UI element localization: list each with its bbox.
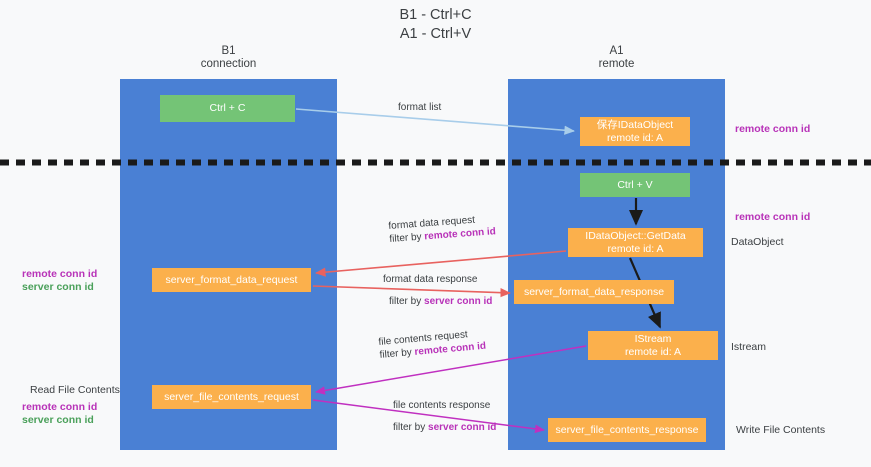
node-idataobject-getdata-remoteid: remote id: A [607,242,664,255]
label-remote-conn-id-left-2: remote conn id [22,401,98,413]
node-ctrl-c[interactable]: Ctrl + C [160,95,295,122]
label-server-conn-id-left-2: server conn id [22,414,94,426]
label-remote-conn-id-top: remote conn id [735,123,811,135]
page-title: B1 - Ctrl+C A1 - Ctrl+V [0,6,871,44]
column-header-a1-name: A1 [609,45,624,57]
node-server-format-data-request[interactable]: server_format_data_request [152,268,311,292]
arrow-file-contents-response [312,399,545,434]
node-istream-label: IStream [634,333,672,345]
edge-label-file-contents-response: file contents response filter by server … [393,399,496,434]
label-server-conn-id-left: server conn id [22,281,94,293]
column-header-a1-role: remote [598,58,635,70]
node-ctrl-c-label: Ctrl + C [209,102,246,115]
column-header-b1: B1 connection [120,45,337,71]
column-header-b1-name: B1 [221,45,236,57]
label-conn-ids-file: remote conn id server conn id [22,401,97,427]
node-server-file-contents-response[interactable]: server_file_contents_response [548,418,706,442]
phase-divider [0,159,871,166]
label-remote-conn-id-getdata: remote conn id [735,211,811,223]
node-istream-remoteid: remote id: A [624,345,682,358]
node-istream[interactable]: IStream remote id: A [588,331,718,360]
label-dataobject: DataObject [731,236,784,248]
node-server-format-data-request-label: server_format_data_request [165,273,298,286]
node-server-format-data-response-label: server_format_data_response [523,285,665,298]
column-header-a1: A1 remote [508,45,725,71]
node-server-file-contents-request[interactable]: server_file_contents_request [152,385,311,409]
edge-label-filter-server-1: filter by server conn id [389,296,493,307]
label-read-file-contents: Read File Contents [30,384,120,396]
arrow-format-list [295,108,575,135]
edge-label-format-data-response: format data response filter by server co… [383,273,492,308]
node-save-idataobject[interactable]: 保存IDataObject remote id: A [580,117,690,146]
label-remote-conn-id-left: remote conn id [22,268,98,280]
node-server-file-contents-request-label: server_file_contents_request [164,390,299,403]
title-line-2: A1 - Ctrl+V [399,26,472,42]
arrow-format-data-response [312,285,511,298]
edge-label-format-list: format list [398,102,442,113]
label-istream: Istream [731,341,767,353]
label-conn-ids-format: remote conn id server conn id [22,268,97,294]
edge-label-file-contents-response-text: file contents response [393,400,491,411]
node-save-idataobject-remoteid: remote id: A [606,131,664,144]
column-header-b1-role: connection [200,58,257,70]
arrow-file-contents-request [315,345,587,395]
edge-label-format-data-response-text: format data response [383,274,478,285]
node-server-format-data-response[interactable]: server_format_data_response [514,280,674,304]
node-idataobject-getdata[interactable]: IDataObject::GetData remote id: A [568,228,703,257]
arrow-format-data-request [315,250,567,277]
edge-label-filter-server-2: filter by server conn id [393,422,497,433]
node-ctrl-v-label: Ctrl + V [617,178,653,191]
label-write-file-contents: Write File Contents [736,424,826,436]
node-ctrl-v[interactable]: Ctrl + V [580,173,690,197]
node-server-file-contents-response-label: server_file_contents_response [555,423,699,436]
title-line-1: B1 - Ctrl+C [399,7,472,23]
node-save-idataobject-label: 保存IDataObject [596,119,674,131]
node-idataobject-getdata-label: IDataObject::GetData [585,230,686,242]
